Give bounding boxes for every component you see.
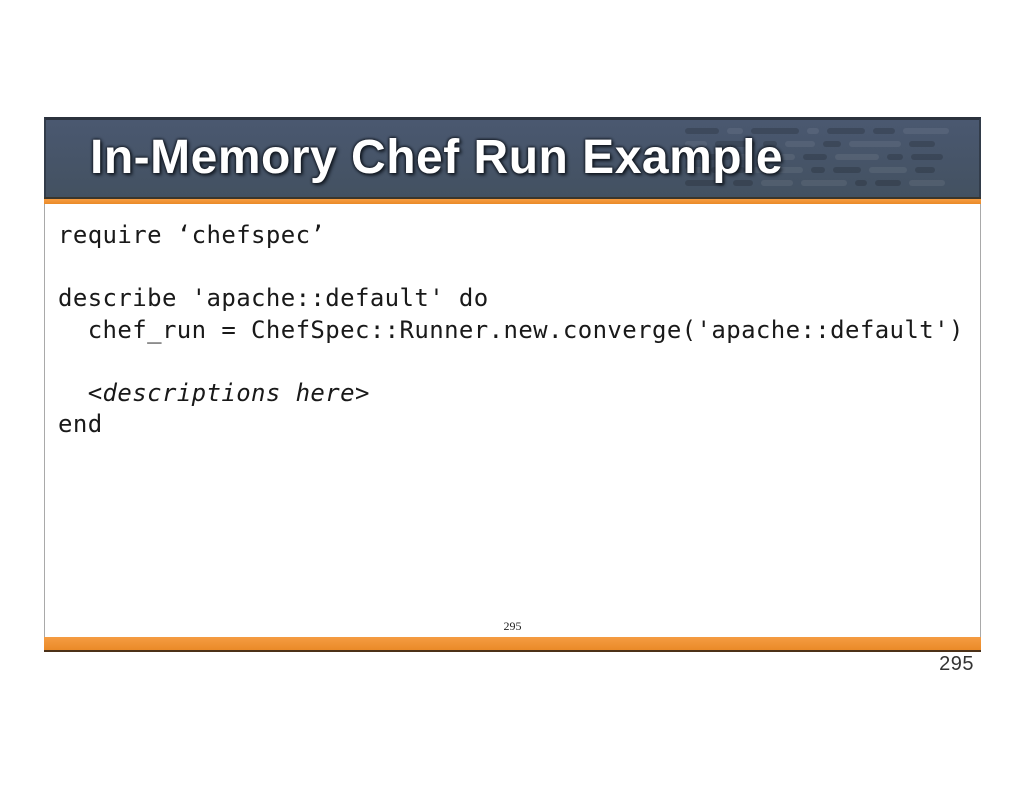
texture-dash	[911, 154, 943, 160]
slide-wrap: In-Memory Chef Run Example require ‘chef…	[44, 117, 981, 676]
texture-dash	[903, 128, 949, 134]
texture-row	[685, 154, 977, 160]
code-line: require ‘chefspec’	[58, 221, 326, 249]
texture-dash	[685, 167, 703, 173]
page-number: 295	[939, 653, 974, 675]
texture-dash	[711, 167, 745, 173]
texture-dash	[909, 180, 945, 186]
texture-dash	[827, 128, 865, 134]
texture-dash	[801, 180, 847, 186]
slide-header: In-Memory Chef Run Example	[44, 117, 981, 197]
texture-dash	[869, 167, 907, 173]
texture-dash	[685, 128, 719, 134]
texture-row	[685, 167, 977, 173]
texture-dash	[685, 141, 707, 147]
inner-page-number: 295	[503, 619, 522, 633]
texture-dash	[803, 154, 827, 160]
texture-dash	[727, 128, 743, 134]
texture-dash	[733, 180, 753, 186]
texture-dash	[785, 141, 815, 147]
code-line: end	[58, 410, 103, 438]
texture-dash	[835, 154, 879, 160]
texture-dash	[761, 180, 793, 186]
code-line: chef_run = ChefSpec::Runner.new.converge…	[58, 315, 964, 344]
texture-dash	[849, 141, 901, 147]
texture-dash	[811, 167, 825, 173]
code-line	[58, 346, 967, 378]
code-line	[58, 252, 967, 284]
texture-dash	[807, 128, 819, 134]
code-line: <descriptions here>	[58, 378, 370, 407]
texture-dash	[685, 180, 725, 186]
texture-dash	[887, 154, 903, 160]
header-code-texture	[685, 124, 977, 196]
texture-dash	[915, 167, 935, 173]
texture-dash	[685, 154, 731, 160]
texture-dash	[855, 180, 867, 186]
texture-dash	[739, 154, 751, 160]
code-line: describe 'apache::default' do	[58, 284, 489, 312]
texture-dash	[875, 180, 901, 186]
slide-body: require ‘chefspec’ describe 'apache::def…	[44, 204, 981, 637]
texture-dash	[873, 128, 895, 134]
texture-row	[685, 128, 977, 134]
texture-dash	[823, 141, 841, 147]
texture-row	[685, 180, 977, 186]
texture-dash	[715, 141, 755, 147]
texture-row	[685, 141, 977, 147]
code-block: require ‘chefspec’ describe 'apache::def…	[45, 204, 980, 457]
texture-dash	[753, 167, 803, 173]
texture-dash	[763, 141, 777, 147]
texture-dash	[833, 167, 861, 173]
texture-dash	[759, 154, 795, 160]
texture-dash	[751, 128, 799, 134]
slide-footer-bar	[44, 637, 981, 652]
slide-title: In-Memory Chef Run Example	[90, 131, 784, 184]
slide: In-Memory Chef Run Example require ‘chef…	[44, 117, 981, 652]
header-accent-line	[44, 197, 981, 204]
texture-dash	[909, 141, 935, 147]
